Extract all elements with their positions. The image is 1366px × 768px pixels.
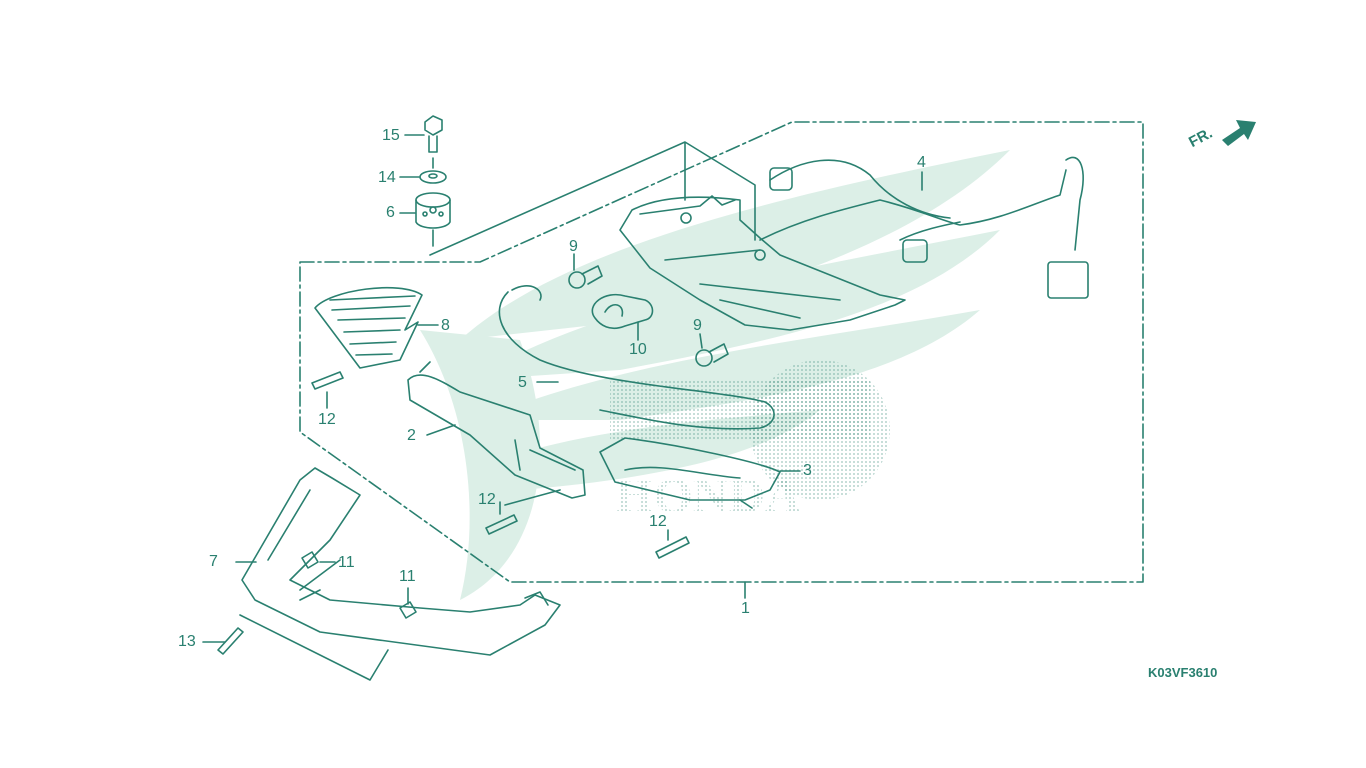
callout-11-left: 11 [338,554,355,571]
callout-7: 7 [209,553,218,570]
callout-9-right: 9 [693,317,702,334]
callout-3: 3 [803,462,812,479]
screw-12-right [655,529,690,559]
front-direction-arrow [1222,120,1256,146]
honda-wing-watermark: HONDA [420,150,1010,600]
housing-assembly [619,195,906,331]
washer-14 [399,170,447,184]
clip-11-right [399,587,417,619]
bulb-9-top [568,253,603,289]
callout-15: 15 [382,127,400,144]
cover-7-leader [239,614,389,681]
callout-9-top: 9 [569,238,578,255]
top-cluster-leader [429,141,756,256]
screw-12-mid [485,501,518,535]
callout-8: 8 [441,317,450,334]
grommet-6 [399,157,451,247]
screw-13 [202,627,244,655]
lamp-3 [599,437,801,509]
screw-12-left [311,371,344,409]
honda-watermark-text: HONDA [615,467,801,523]
callout-10: 10 [629,341,647,358]
callout-1: 1 [741,600,750,617]
callout-12-right: 12 [649,513,667,530]
drawing-code: K03VF3610 [1148,665,1218,680]
wire-harness-4 [759,156,1089,299]
lower-cover-7 [235,467,561,656]
cover-2 [407,361,586,506]
lens-8 [314,286,439,369]
clip-11-left [301,551,336,569]
callout-2: 2 [407,427,416,444]
callout-4: 4 [917,154,926,171]
bolt-15 [404,115,443,153]
callout-6: 6 [386,204,395,221]
assembly-1-frame [299,121,1144,583]
callout-11-right: 11 [399,568,416,585]
bulb-9-right [695,333,729,367]
callout-5: 5 [518,374,527,391]
callout-12-mid: 12 [478,491,496,508]
callout-12-left: 12 [318,411,336,428]
callout-14: 14 [378,169,396,186]
seal-5 [498,285,775,430]
bulb-10 [591,293,654,341]
callout-13: 13 [178,633,196,650]
